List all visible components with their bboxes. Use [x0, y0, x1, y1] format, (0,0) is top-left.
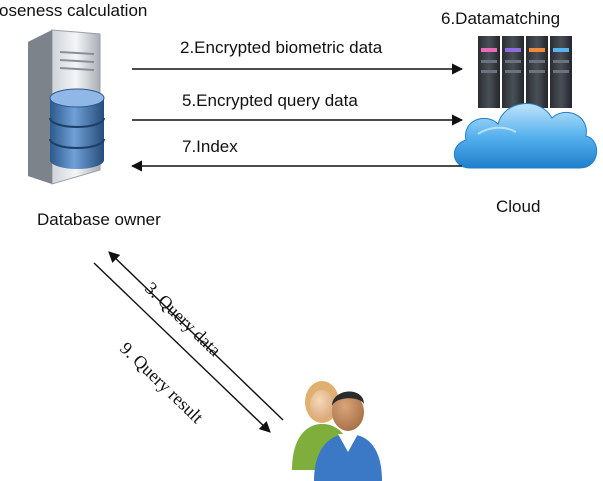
label-encrypted-query: 5.Encrypted query data [182, 91, 358, 110]
label-database-owner: Database owner [37, 210, 161, 229]
cloud-datacenter-icon [454, 36, 598, 169]
top-right-label: 6.Datamatching [441, 9, 561, 28]
arrow-query-result [93, 262, 271, 433]
label-cloud: Cloud [496, 197, 541, 216]
arrow-query-data [108, 251, 284, 421]
server-database-icon [28, 29, 105, 185]
top-left-label: oseness calculation [0, 1, 148, 20]
label-index: 7.Index [182, 137, 238, 156]
users-icon [292, 381, 382, 481]
label-encrypted-biometric: 2.Encrypted biometric data [180, 38, 383, 57]
